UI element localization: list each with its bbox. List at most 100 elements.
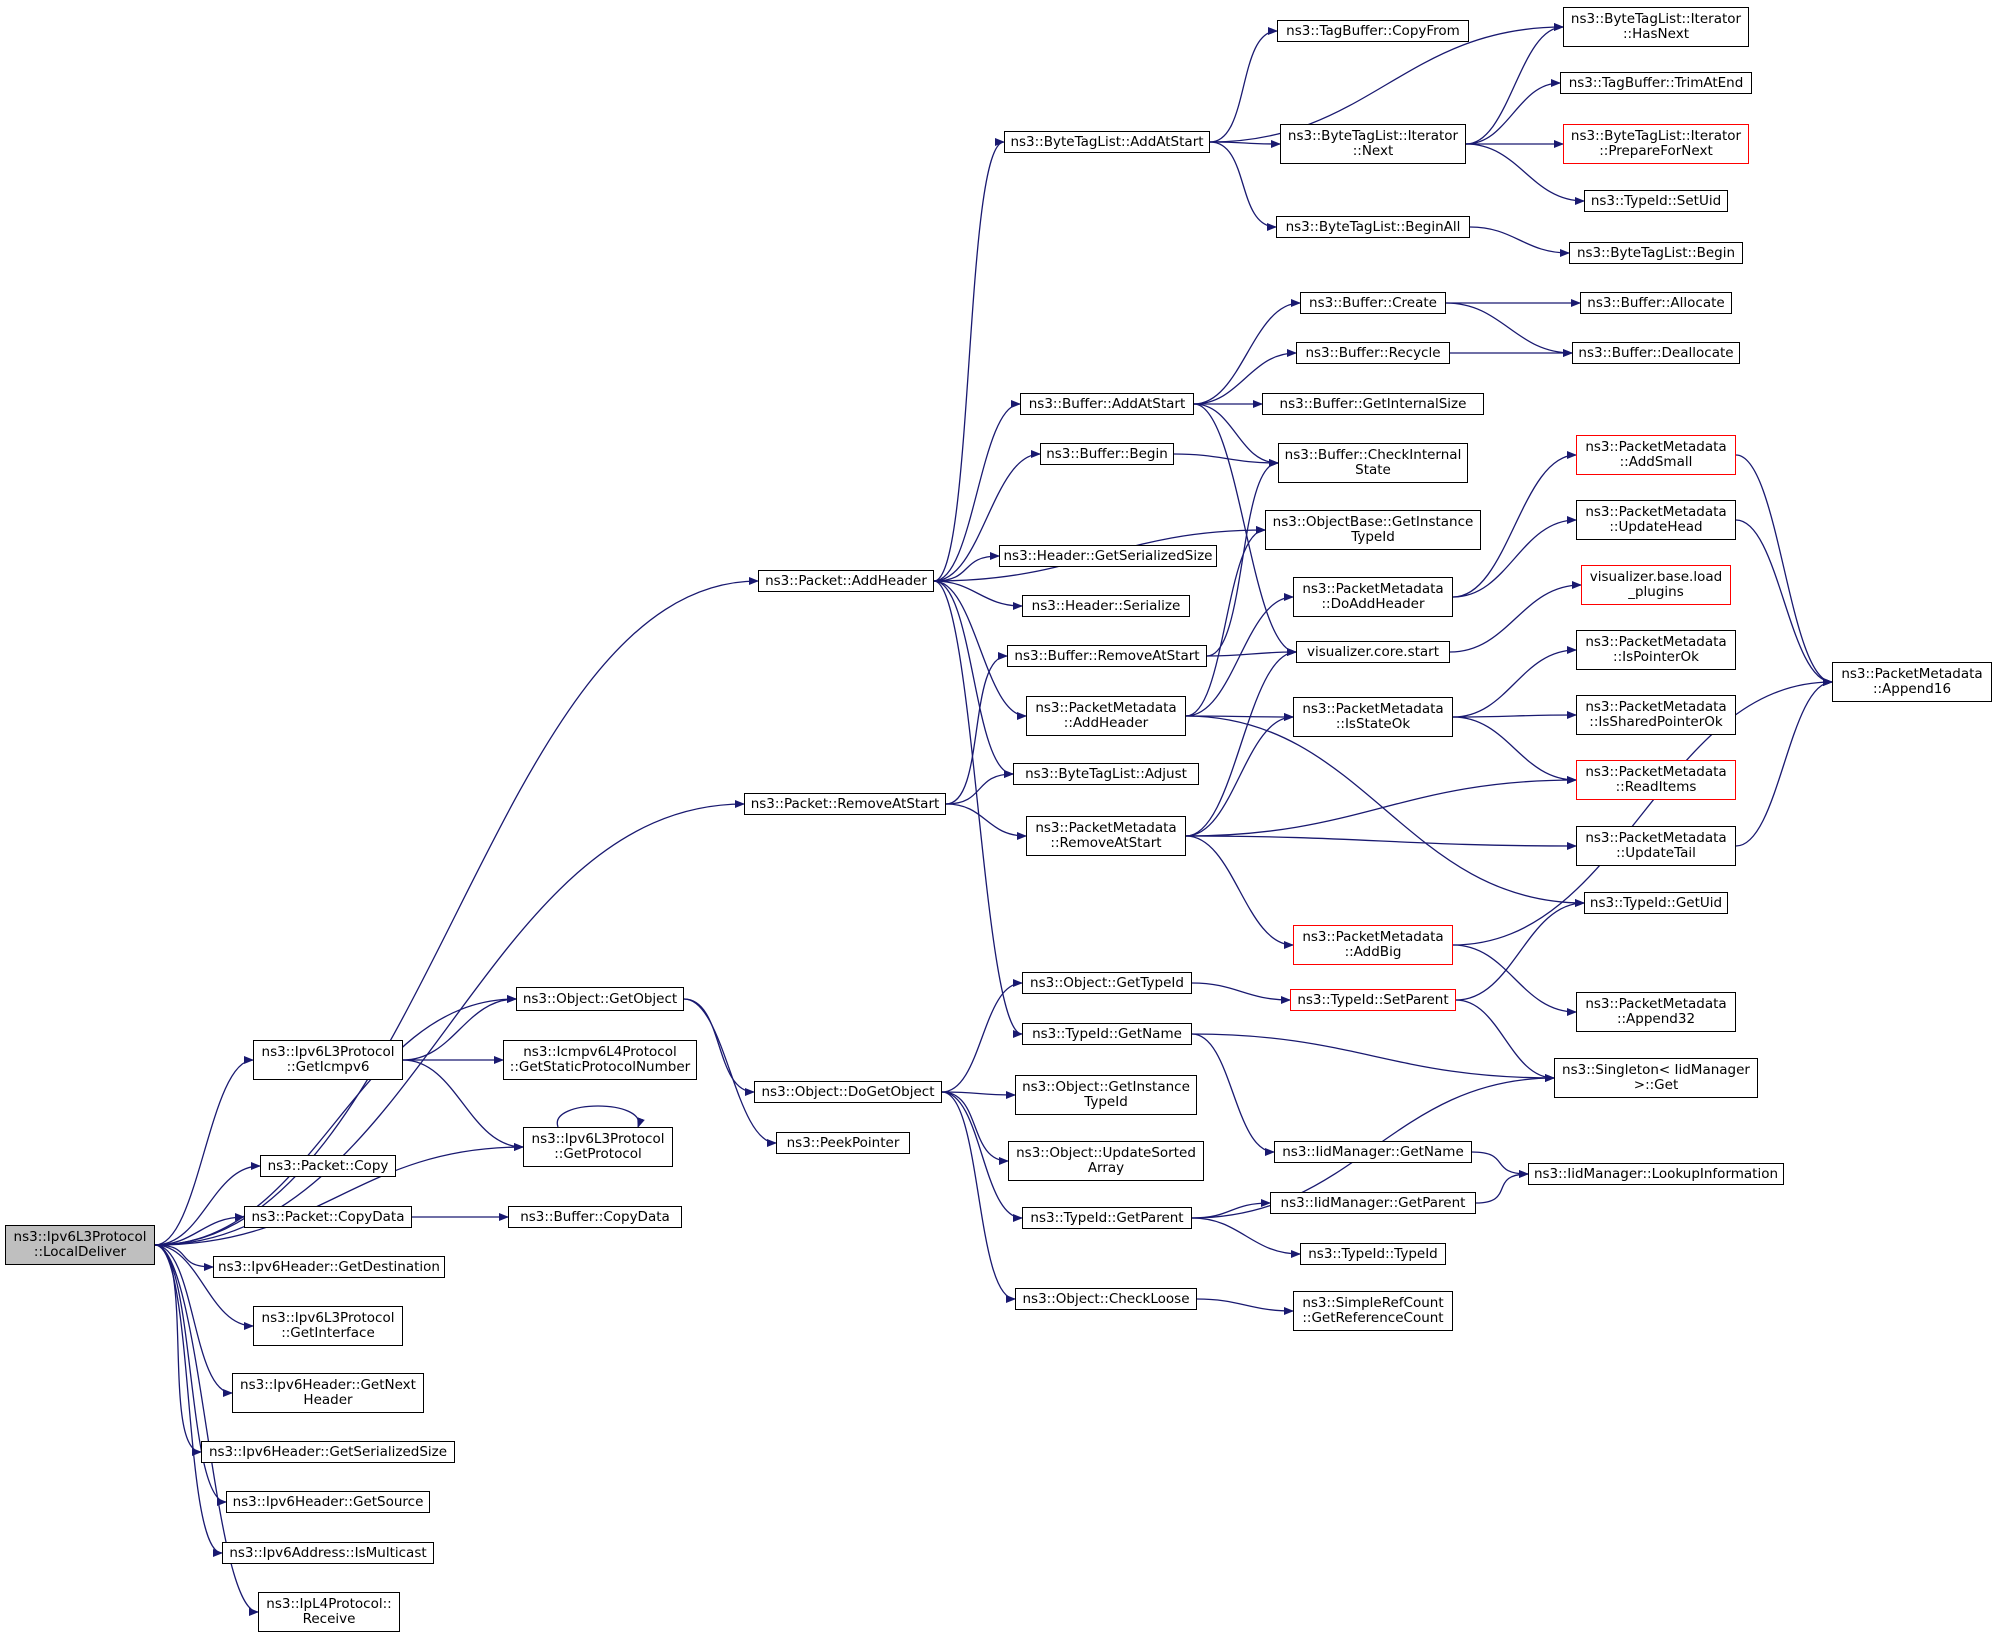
node-iid-get-name[interactable]: ns3::IidManager::GetName — [1274, 1141, 1472, 1163]
node-pm-append16[interactable]: ns3::PacketMetadata::Append16 — [1832, 662, 1992, 702]
node-pm-remove-at-start[interactable]: ns3::PacketMetadata::RemoveAtStart — [1026, 816, 1186, 856]
edge-doGetObject-to-updateSortedArray — [941, 1091, 1009, 1165]
node-pm-append32[interactable]: ns3::PacketMetadata::Append32 — [1576, 992, 1736, 1032]
edge-removeAtStart-to-bufferRemoveAtStart — [945, 652, 1008, 805]
node-add-header[interactable]: ns3::Packet::AddHeader — [758, 570, 934, 592]
node-check-loose[interactable]: ns3::Object::CheckLoose — [1015, 1288, 1197, 1310]
node-label-line: ns3::Ipv6Header::GetSerializedSize — [208, 1443, 448, 1460]
edge-pmIsStateOk-to-pmIsPointerOk — [1452, 646, 1577, 718]
node-is-multicast[interactable]: ns3::Ipv6Address::IsMulticast — [222, 1542, 434, 1564]
node-label-line: ns3::Singleton< IidManager — [1562, 1062, 1750, 1078]
node-buffer-add-at-start[interactable]: ns3::Buffer::AddAtStart — [1020, 393, 1194, 415]
node-label-line: ns3::Ipv6Header::GetNext — [240, 1377, 416, 1393]
node-label-line: ::GetIcmpv6 — [286, 1059, 370, 1075]
node-hdr-get-serialized-size[interactable]: ns3::Ipv6Header::GetSerializedSize — [201, 1441, 455, 1463]
node-tag-buffer-copy-from[interactable]: ns3::TagBuffer::CopyFrom — [1277, 20, 1469, 42]
node-begin-all[interactable]: ns3::ByteTagList::BeginAll — [1276, 216, 1470, 238]
node-buffer-deallocate[interactable]: ns3::Buffer::Deallocate — [1572, 342, 1740, 364]
node-buffer-begin[interactable]: ns3::Buffer::Begin — [1040, 443, 1174, 465]
node-label-line: ns3::PacketMetadata — [1302, 929, 1444, 945]
edge-iidGetName-to-iidLookupInformation — [1471, 1151, 1529, 1178]
node-ipl4-receive[interactable]: ns3::IpL4Protocol::Receive — [258, 1592, 400, 1632]
node-iter-next[interactable]: ns3::ByteTagList::Iterator::Next — [1280, 124, 1466, 164]
node-type-id-get-name[interactable]: ns3::TypeId::GetName — [1022, 1023, 1192, 1045]
node-packet-copy-data[interactable]: ns3::Packet::CopyData — [244, 1206, 412, 1228]
node-label-line: ns3::Object::CheckLoose — [1022, 1290, 1190, 1307]
node-singleton-get[interactable]: ns3::Singleton< IidManager>::Get — [1554, 1058, 1758, 1098]
node-trim-at-end[interactable]: ns3::TagBuffer::TrimAtEnd — [1560, 72, 1752, 94]
node-pm-is-pointer-ok[interactable]: ns3::PacketMetadata::IsPointerOk — [1576, 630, 1736, 670]
node-label-line: ::Append32 — [1616, 1011, 1696, 1027]
node-byte-tag-add-at-start[interactable]: ns3::ByteTagList::AddAtStart — [1004, 131, 1210, 153]
node-peek-pointer[interactable]: ns3::PeekPointer — [776, 1132, 910, 1154]
node-obj-get-type-id[interactable]: ns3::Object::GetTypeId — [1022, 972, 1192, 994]
node-pm-is-state-ok[interactable]: ns3::PacketMetadata::IsStateOk — [1293, 697, 1453, 737]
node-get-interface[interactable]: ns3::Ipv6L3Protocol::GetInterface — [253, 1306, 403, 1346]
node-prepare-for-next[interactable]: ns3::ByteTagList::Iterator::PrepareForNe… — [1563, 124, 1749, 164]
node-get-reference-count[interactable]: ns3::SimpleRefCount::GetReferenceCount — [1293, 1291, 1453, 1331]
node-pm-update-tail[interactable]: ns3::PacketMetadata::UpdateTail — [1576, 826, 1736, 866]
node-get-destination[interactable]: ns3::Ipv6Header::GetDestination — [213, 1256, 445, 1278]
node-pm-update-head[interactable]: ns3::PacketMetadata::UpdateHead — [1576, 500, 1736, 540]
node-type-id-get-parent[interactable]: ns3::TypeId::GetParent — [1022, 1207, 1192, 1229]
edge-pmAddHeader-to-typeIdGetUid — [1185, 715, 1585, 907]
node-iter-has-next[interactable]: ns3::ByteTagList::Iterator::HasNext — [1563, 7, 1749, 47]
node-byte-tag-adjust[interactable]: ns3::ByteTagList::Adjust — [1013, 763, 1199, 785]
node-header-get-serialized-size[interactable]: ns3::Header::GetSerializedSize — [999, 545, 1217, 567]
node-buffer-remove-at-start[interactable]: ns3::Buffer::RemoveAtStart — [1007, 645, 1207, 667]
node-label-line: ns3::Ipv6Address::IsMulticast — [229, 1544, 427, 1561]
edge-root-to-getObject — [154, 995, 517, 1246]
node-buffer-create[interactable]: ns3::Buffer::Create — [1300, 292, 1446, 314]
node-root: ns3::Ipv6L3Protocol::LocalDeliver — [5, 1225, 155, 1265]
node-label-line: ns3::PacketMetadata — [1302, 581, 1444, 597]
node-pm-read-items[interactable]: ns3::PacketMetadata::ReadItems — [1576, 760, 1736, 800]
node-viz-load-plugins[interactable]: visualizer.base.load_plugins — [1581, 565, 1731, 605]
edge-root-to-packetCopyData — [154, 1213, 245, 1246]
node-iid-get-parent[interactable]: ns3::IidManager::GetParent — [1270, 1192, 1476, 1214]
node-iid-lookup-information[interactable]: ns3::IidManager::LookupInformation — [1528, 1163, 1784, 1185]
node-pm-add-big[interactable]: ns3::PacketMetadata::AddBig — [1293, 925, 1453, 965]
node-buffer-allocate[interactable]: ns3::Buffer::Allocate — [1580, 292, 1732, 314]
edge-byteTagAddAtStart-to-iterNext — [1209, 139, 1281, 148]
node-pm-add-header[interactable]: ns3::PacketMetadata::AddHeader — [1026, 696, 1186, 736]
node-get-source[interactable]: ns3::Ipv6Header::GetSource — [226, 1491, 430, 1513]
node-label-line: ns3::Buffer::Allocate — [1587, 294, 1725, 311]
node-viz-core-start[interactable]: visualizer.core.start — [1296, 641, 1450, 663]
node-remove-at-start[interactable]: ns3::Packet::RemoveAtStart — [744, 793, 946, 815]
node-get-static-protocol-number[interactable]: ns3::Icmpv6L4Protocol::GetStaticProtocol… — [503, 1040, 697, 1080]
node-label-line: ::Append16 — [1872, 681, 1952, 697]
node-get-protocol[interactable]: ns3::Ipv6L3Protocol::GetProtocol — [523, 1127, 673, 1167]
node-get-internal-size[interactable]: ns3::Buffer::GetInternalSize — [1262, 393, 1484, 415]
node-header-serialize[interactable]: ns3::Header::Serialize — [1022, 595, 1190, 617]
edge-removeAtStart-to-byteTagAdjust — [945, 770, 1014, 805]
node-type-id-get-uid[interactable]: ns3::TypeId::GetUid — [1584, 892, 1728, 914]
node-label-line: ::IsPointerOk — [1613, 649, 1699, 665]
node-packet-copy[interactable]: ns3::Packet::Copy — [260, 1155, 396, 1177]
node-buffer-recycle[interactable]: ns3::Buffer::Recycle — [1296, 342, 1450, 364]
node-type-id-type-id[interactable]: ns3::TypeId::TypeId — [1300, 1243, 1446, 1265]
node-label-line: ns3::IidManager::GetParent — [1280, 1194, 1466, 1211]
edge-checkLoose-to-getReferenceCount — [1196, 1298, 1294, 1315]
node-get-object[interactable]: ns3::Object::GetObject — [516, 987, 684, 1011]
node-pm-add-small[interactable]: ns3::PacketMetadata::AddSmall — [1576, 435, 1736, 475]
edge-doGetObject-to-objGetInstanceTypeId — [941, 1090, 1016, 1099]
edge-iterNext-to-setUid — [1465, 143, 1585, 205]
node-type-id-set-parent[interactable]: ns3::TypeId::SetParent — [1290, 989, 1456, 1011]
node-label-line: ns3::Icmpv6L4Protocol — [523, 1044, 677, 1060]
node-byte-tag-begin[interactable]: ns3::ByteTagList::Begin — [1569, 242, 1743, 264]
edge-typeIdGetName-to-singletonGet — [1191, 1033, 1555, 1082]
edge-addHeader-to-headerGetSerializedSize — [933, 552, 1000, 582]
node-label-line: State — [1355, 462, 1391, 478]
node-get-icmpv6[interactable]: ns3::Ipv6L3Protocol::GetIcmpv6 — [253, 1040, 403, 1080]
node-set-uid[interactable]: ns3::TypeId::SetUid — [1584, 190, 1728, 212]
node-label-line: ns3::Object::DoGetObject — [761, 1083, 935, 1100]
node-do-get-object[interactable]: ns3::Object::DoGetObject — [754, 1081, 942, 1103]
node-pm-is-shared-pointer-ok[interactable]: ns3::PacketMetadata::IsSharedPointerOk — [1576, 695, 1736, 735]
node-pm-do-add-header[interactable]: ns3::PacketMetadata::DoAddHeader — [1293, 577, 1453, 617]
node-buffer-copy-data[interactable]: ns3::Buffer::CopyData — [508, 1206, 682, 1228]
